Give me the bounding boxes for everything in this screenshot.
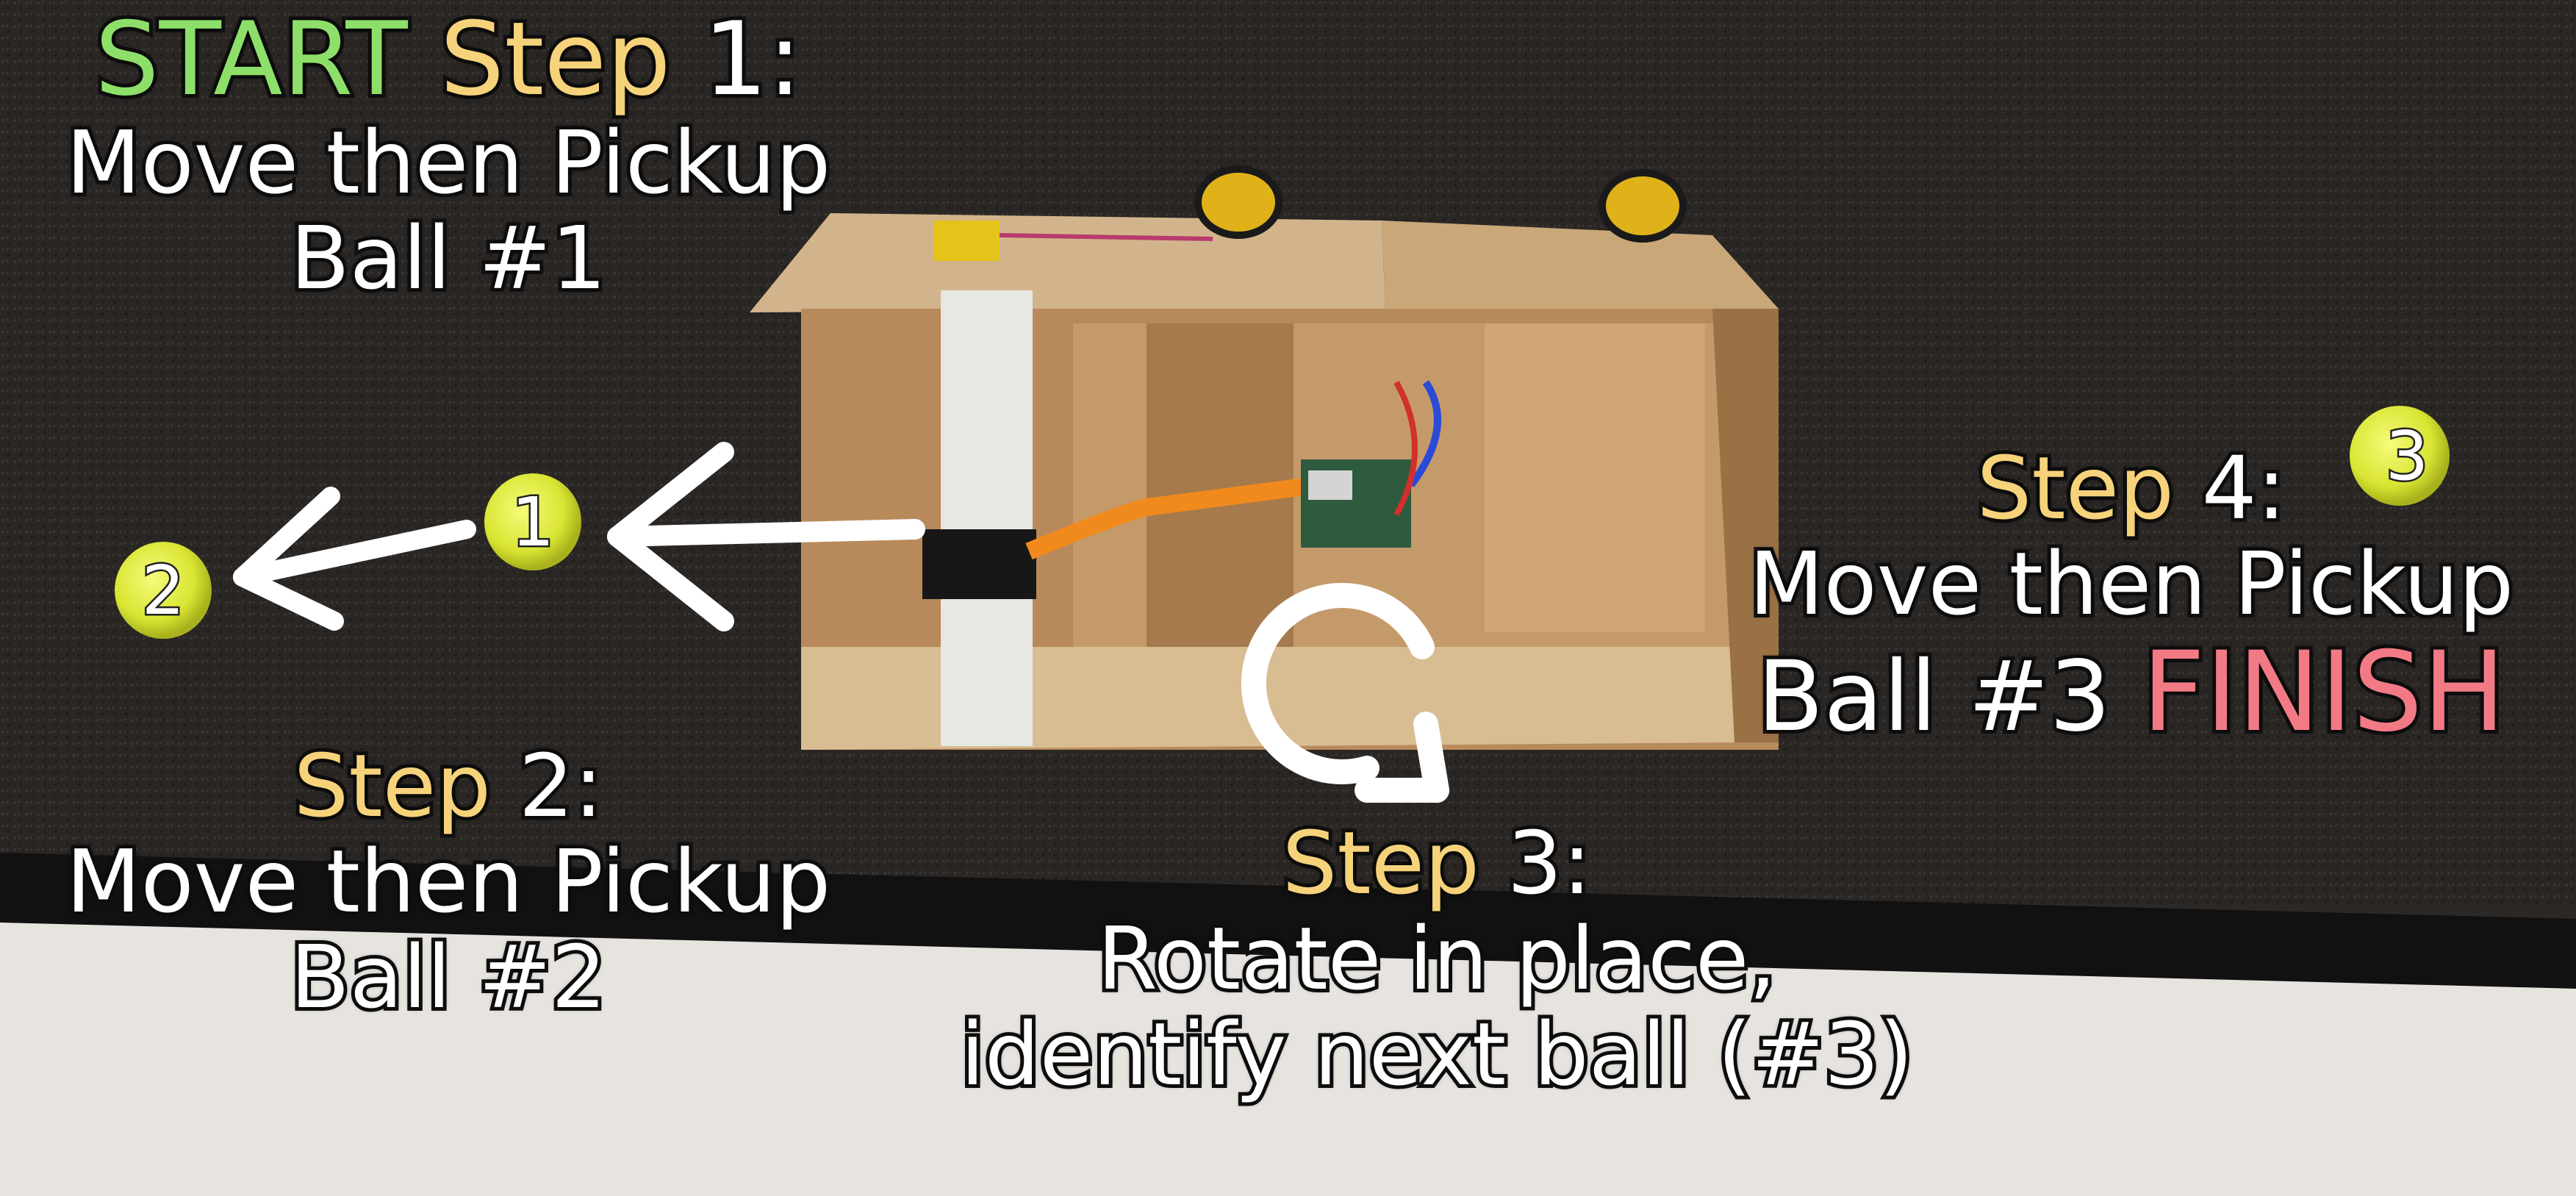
step2-heading: Step 2: xyxy=(7,734,889,837)
step3-line1: Rotate in place, xyxy=(1094,907,1780,1010)
ball-3-shape xyxy=(2350,406,2450,506)
step1-heading: START Step 1: xyxy=(7,0,889,118)
step1-line2: Ball #1 xyxy=(287,207,610,309)
ball-1-shape xyxy=(484,473,581,570)
wheel-1 xyxy=(1194,165,1282,239)
baseboard xyxy=(0,853,2576,989)
robot-body xyxy=(750,165,1779,750)
step2-annotation: Step 2: Move then Pickup Ball #2 xyxy=(7,734,889,1028)
ball-2-shape xyxy=(115,542,212,639)
step4-annotation: Step 4: Move then Pickup Ball #3 FINISH xyxy=(1690,437,2572,756)
step1-word: Step xyxy=(437,0,675,118)
step4-line2-row: Ball #3 FINISH xyxy=(1690,628,2572,756)
wall xyxy=(0,923,2576,1196)
ball-2-label: 2 xyxy=(142,551,185,630)
finish-label: FINISH xyxy=(2138,628,2509,756)
step3-line2: identify next ball (#3) xyxy=(957,1003,1917,1106)
step4-number: 4: xyxy=(2198,437,2290,540)
start-label: START xyxy=(91,0,412,118)
ball-1-label: 1 xyxy=(512,483,555,562)
arrow-to-ball-2 xyxy=(233,487,476,631)
step4-word: Step xyxy=(1973,437,2178,540)
step1-line1: Move then Pickup xyxy=(62,111,835,214)
step2-word: Step xyxy=(290,734,495,837)
step3-number: 3: xyxy=(1504,812,1596,914)
step2-number: 2: xyxy=(515,734,607,837)
step1-number: 1: xyxy=(700,0,806,118)
step3-heading: Step 3: xyxy=(867,812,2006,914)
wheel-2 xyxy=(1599,169,1687,243)
step2-line1: Move then Pickup xyxy=(62,830,835,933)
step2-line2: Ball #2 xyxy=(287,925,610,1028)
step1-annotation: START Step 1: Move then Pickup Ball #1 xyxy=(7,0,889,309)
step4-line2: Ball #3 xyxy=(1754,640,2114,753)
step3-annotation: Step 3: Rotate in place, identify next b… xyxy=(867,812,2006,1106)
ball-3-label: 3 xyxy=(2386,417,2429,495)
step3-word: Step xyxy=(1278,812,1483,914)
rotate-arrow-icon xyxy=(1241,582,1449,803)
step4-line1: Move then Pickup xyxy=(1746,532,2518,635)
step4-heading: Step 4: xyxy=(1690,437,2572,540)
arrow-to-ball-1 xyxy=(607,442,925,631)
